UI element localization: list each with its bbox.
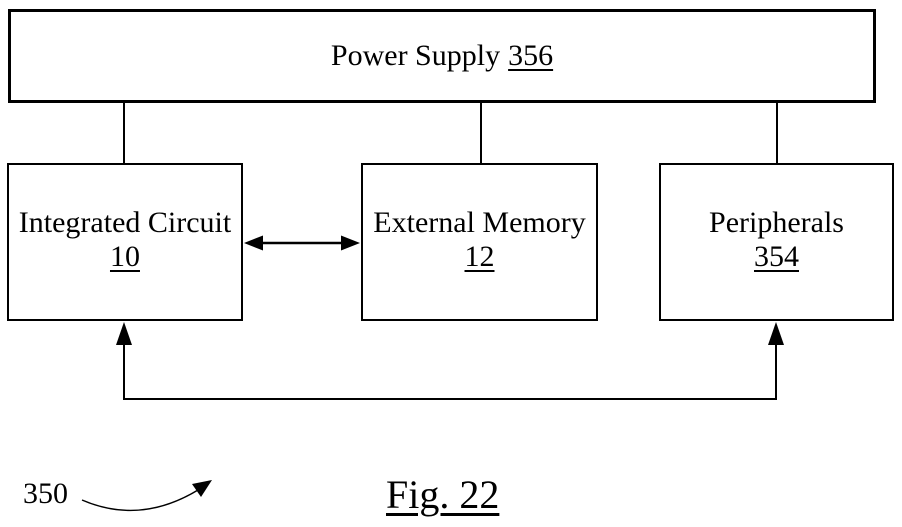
figure-reference-numeral: 350 — [23, 477, 68, 510]
right-arrowhead-icon — [341, 235, 360, 251]
power-supply-box: Power Supply 356 — [8, 9, 876, 103]
up-arrowhead-integrated-circuit-icon — [116, 322, 132, 345]
external-memory-label: External Memory — [373, 206, 586, 239]
figure-caption: Fig. 22 — [386, 472, 500, 517]
feedback-connector-path — [123, 338, 777, 400]
peripherals-ref: 354 — [754, 240, 799, 273]
power-supply-ref: 356 — [508, 39, 554, 72]
bidirectional-arrow — [244, 235, 360, 251]
figure-ref-lead-curve — [81, 489, 199, 512]
external-memory-box: External Memory 12 — [361, 163, 598, 321]
feedback-connector — [116, 322, 784, 400]
integrated-circuit-ref: 10 — [109, 240, 140, 273]
external-memory-label-group: External Memory 12 — [373, 206, 585, 274]
power-supply-label-group: Power Supply 356 — [331, 39, 553, 73]
peripherals-label-group: Peripherals 354 — [709, 206, 844, 274]
integrated-circuit-label: Integrated Circuit — [18, 206, 232, 239]
power-supply-label: Power Supply — [330, 39, 501, 72]
lead-arrowhead-icon — [192, 480, 212, 497]
peripherals-box: Peripherals 354 — [659, 163, 894, 321]
peripherals-label: Peripherals — [709, 206, 844, 239]
integrated-circuit-label-group: Integrated Circuit 10 — [19, 206, 231, 274]
external-memory-ref: 12 — [464, 240, 495, 273]
left-arrowhead-icon — [244, 235, 263, 251]
figure-ref-lead-arrow — [81, 480, 212, 512]
up-arrowhead-peripherals-icon — [768, 322, 784, 345]
integrated-circuit-box: Integrated Circuit 10 — [7, 163, 243, 321]
